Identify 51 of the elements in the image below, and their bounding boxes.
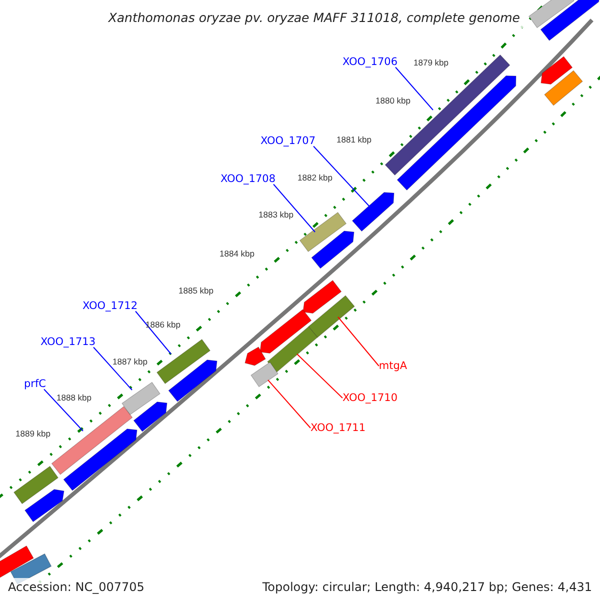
gene-bar [250,362,278,388]
gene-block [352,192,394,232]
leader-line [273,184,316,232]
leader-line [44,388,84,432]
gene-block [540,56,573,85]
gene-bar [51,406,133,475]
gene-block [244,346,266,366]
gene-block [24,489,64,522]
gene-block [260,309,312,354]
gene-bar [299,212,347,252]
leader-line [395,66,434,110]
gene-block [311,230,354,269]
gene-block [168,360,218,402]
tick-label: 1880 kbp [376,94,410,108]
tick-label: 1884 kbp [220,248,254,260]
leader-line [313,146,370,208]
gene-label: XOO_1712 [82,300,138,312]
tick-label: 1882 kbp [298,172,332,184]
gene-bar [122,382,160,416]
leader-line [338,316,380,366]
gene-label: XOO_1707 [260,136,316,146]
gene-bar [267,326,318,373]
leader-line [268,380,311,428]
gene-bar [544,70,583,106]
tick-label: 1885 kbp [178,284,214,298]
gene-block [133,402,168,432]
gene-label: XOO_1708 [220,174,276,184]
tick-label: 1888 kbp [56,392,92,404]
gene-bar [528,0,575,28]
gene-bar [308,295,355,338]
gene-block [540,0,600,41]
leader-line [296,354,343,398]
tick-label: 1879 kbp [414,56,448,70]
leader-line [93,346,132,390]
gene-label: prfC [24,378,46,390]
gene-label: XOO_1711 [310,422,366,434]
gene-block [302,280,342,314]
gene-label: XOO_1706 [342,56,398,68]
gene-bar [13,466,59,504]
tick-label: 1883 kbp [258,208,294,222]
gene-bar [156,338,211,384]
gene-block [396,76,516,191]
tick-label: 1887 kbp [112,356,148,368]
gene-label: XOO_1713 [40,336,96,348]
tick-label: 1889 kbp [16,428,50,440]
gene-label: XOO_1710 [342,392,398,404]
leader-line [135,310,172,354]
tick-label: 1881 kbp [336,134,372,146]
tick-label: 1886 kbp [146,318,180,332]
gene-block [63,428,138,491]
gene-label: mtgA [378,360,408,372]
